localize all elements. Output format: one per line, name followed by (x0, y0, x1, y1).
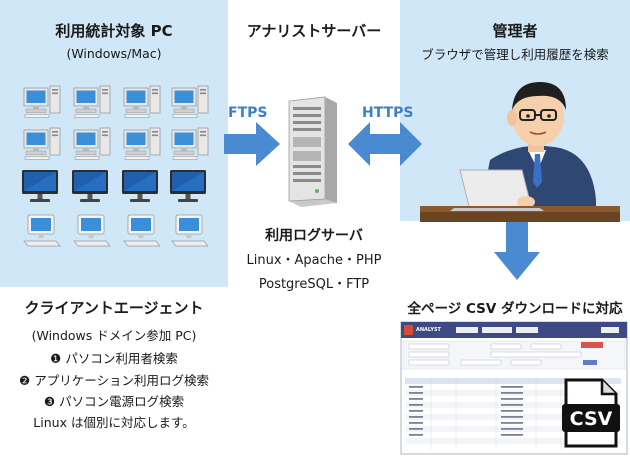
administrator-illustration (420, 82, 620, 222)
analyst-app-screenshot: ANALYST (400, 321, 628, 455)
ftps-label: FTPS (228, 105, 268, 121)
pc-row-1 (23, 85, 209, 118)
agent-item-2: ❷ アプリケーション利用ログ検索 (19, 373, 209, 388)
server-label: 利用ログサーバ (265, 228, 363, 244)
agent-linux-note: Linux は個別に対応します。 (33, 415, 195, 430)
app-name-text: ANALYST (416, 327, 442, 333)
csv-file-icon: CSV (562, 378, 620, 448)
https-label: HTTPS (362, 105, 414, 121)
client-pc-grid (22, 85, 209, 247)
pc-row-2 (23, 127, 209, 160)
left-panel-subtitle: (Windows/Mac) (66, 46, 162, 61)
admin-subtitle: ブラウザで管理し利用履歴を検索 (421, 47, 609, 62)
left-panel-title: 利用統計対象 PC (55, 22, 173, 40)
agent-note: (Windows ドメイン参加 PC) (31, 328, 197, 343)
server-icon (288, 96, 337, 207)
https-arrow-icon (348, 122, 422, 166)
csv-badge-text: CSV (570, 408, 613, 430)
agent-item-1: ❶ パソコン利用者検索 (50, 351, 178, 366)
ftps-arrow-icon (224, 122, 280, 166)
server-stack-line2: PostgreSQL・FTP (258, 277, 370, 292)
pc-row-3 (22, 170, 206, 202)
pc-row-4 (23, 214, 209, 247)
admin-title: 管理者 (492, 22, 538, 40)
server-stack-line1: Linux・Apache・PHP (246, 253, 382, 268)
agent-item-3: ❸ パソコン電源ログ検索 (43, 394, 185, 409)
download-arrow-icon (494, 222, 540, 280)
agent-title: クライアントエージェント (24, 299, 204, 317)
center-title: アナリストサーバー (246, 22, 382, 40)
csv-title: 全ページ CSV ダウンロードに対応 (407, 301, 623, 317)
